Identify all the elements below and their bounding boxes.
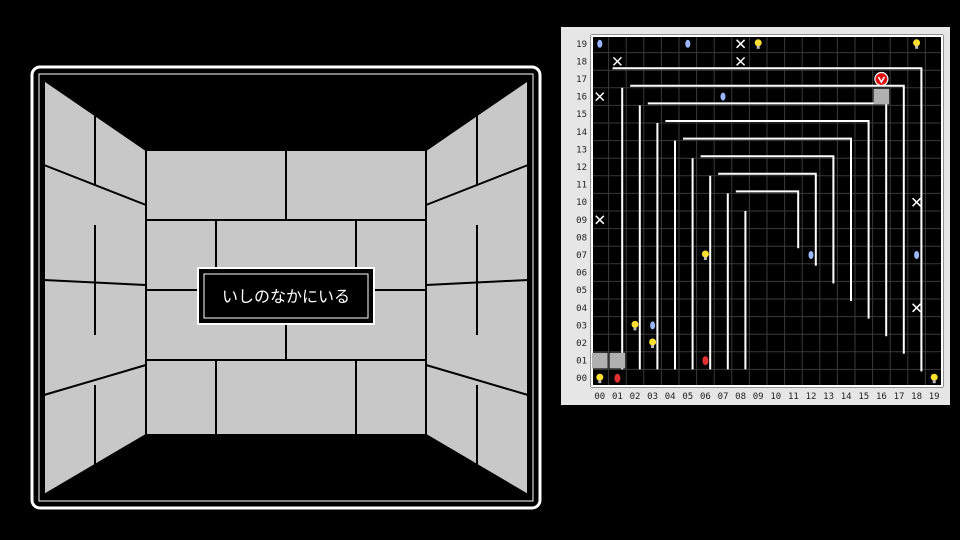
- col-label: 08: [735, 392, 746, 402]
- cross-icon: [736, 39, 746, 49]
- row-label: 08: [576, 233, 587, 243]
- dungeon-viewport: いしのなかにいる: [30, 65, 542, 510]
- gray-square-icon: [592, 352, 608, 369]
- map-markers: [592, 39, 938, 384]
- row-label: 04: [576, 304, 587, 314]
- col-label: 03: [647, 392, 658, 402]
- row-label: 11: [576, 181, 587, 191]
- col-label: 14: [841, 392, 852, 402]
- col-label: 04: [665, 392, 676, 402]
- col-label: 02: [630, 392, 641, 402]
- row-label: 07: [576, 251, 587, 261]
- cross-icon: [595, 92, 605, 102]
- blue-drop-icon: [685, 39, 691, 48]
- row-label: 17: [576, 75, 587, 85]
- yellow-lamp-icon: [701, 250, 709, 260]
- row-label: 10: [576, 198, 587, 208]
- col-label: 19: [929, 392, 940, 402]
- col-labels: 00 01 02 03 04 05 06 07 08 09 10 11 12 13 14 15 16 17 18 19: [594, 392, 939, 402]
- col-label: 01: [612, 392, 623, 402]
- yellow-lamp-icon: [649, 338, 657, 348]
- col-label: 12: [806, 392, 817, 402]
- cross-icon: [595, 215, 605, 225]
- blue-drop-icon: [650, 321, 656, 330]
- gray-square-icon: [873, 88, 890, 105]
- col-label: 13: [823, 392, 834, 402]
- row-label: 06: [576, 269, 587, 279]
- blue-drop-icon: [597, 39, 603, 48]
- col-label: 06: [700, 392, 711, 402]
- blue-drop-icon: [720, 92, 726, 101]
- col-label: 17: [894, 392, 905, 402]
- col-label: 05: [682, 392, 693, 402]
- row-label: 00: [576, 374, 587, 384]
- yellow-lamp-icon: [913, 39, 921, 49]
- row-label: 14: [576, 128, 587, 138]
- col-label: 11: [788, 392, 799, 402]
- row-label: 15: [576, 110, 587, 120]
- row-label: 01: [576, 357, 587, 367]
- row-label: 12: [576, 163, 587, 173]
- row-label: 13: [576, 145, 587, 155]
- message-text: いしのなかにいる: [222, 287, 350, 306]
- col-label: 16: [876, 392, 887, 402]
- cross-icon: [912, 303, 922, 313]
- col-label: 10: [770, 392, 781, 402]
- row-label: 19: [576, 40, 587, 50]
- cross-icon: [612, 56, 622, 66]
- blue-drop-icon: [914, 251, 920, 259]
- red-drop-icon: [614, 373, 621, 383]
- row-label: 18: [576, 57, 587, 67]
- col-label: 07: [718, 392, 729, 402]
- automap: 1918171615141312111009080706050403020100…: [561, 27, 950, 405]
- message-box: いしのなかにいる: [197, 267, 375, 325]
- party-position-icon: [874, 71, 889, 87]
- row-label: 02: [576, 339, 587, 349]
- red-drop-icon: [702, 356, 709, 366]
- row-label: 03: [576, 321, 587, 331]
- col-label: 18: [911, 392, 922, 402]
- blue-drop-icon: [808, 251, 814, 259]
- row-label: 16: [576, 93, 587, 103]
- map-walls: [591, 35, 943, 387]
- row-labels: 19 18 17 16 15 14 13 12 11 10 09 08 07 06 05 04 03 02 01 00: [576, 40, 587, 384]
- gray-square-icon: [609, 352, 626, 369]
- row-label: 09: [576, 216, 587, 226]
- cross-icon: [736, 56, 746, 66]
- col-label: 15: [858, 392, 869, 402]
- cross-icon: [912, 197, 922, 207]
- col-label: 00: [594, 392, 605, 402]
- yellow-lamp-icon: [930, 373, 938, 384]
- col-label: 09: [753, 392, 764, 402]
- yellow-lamp-icon: [754, 39, 762, 49]
- row-label: 05: [576, 286, 587, 296]
- yellow-lamp-icon: [631, 320, 639, 331]
- yellow-lamp-icon: [596, 373, 604, 384]
